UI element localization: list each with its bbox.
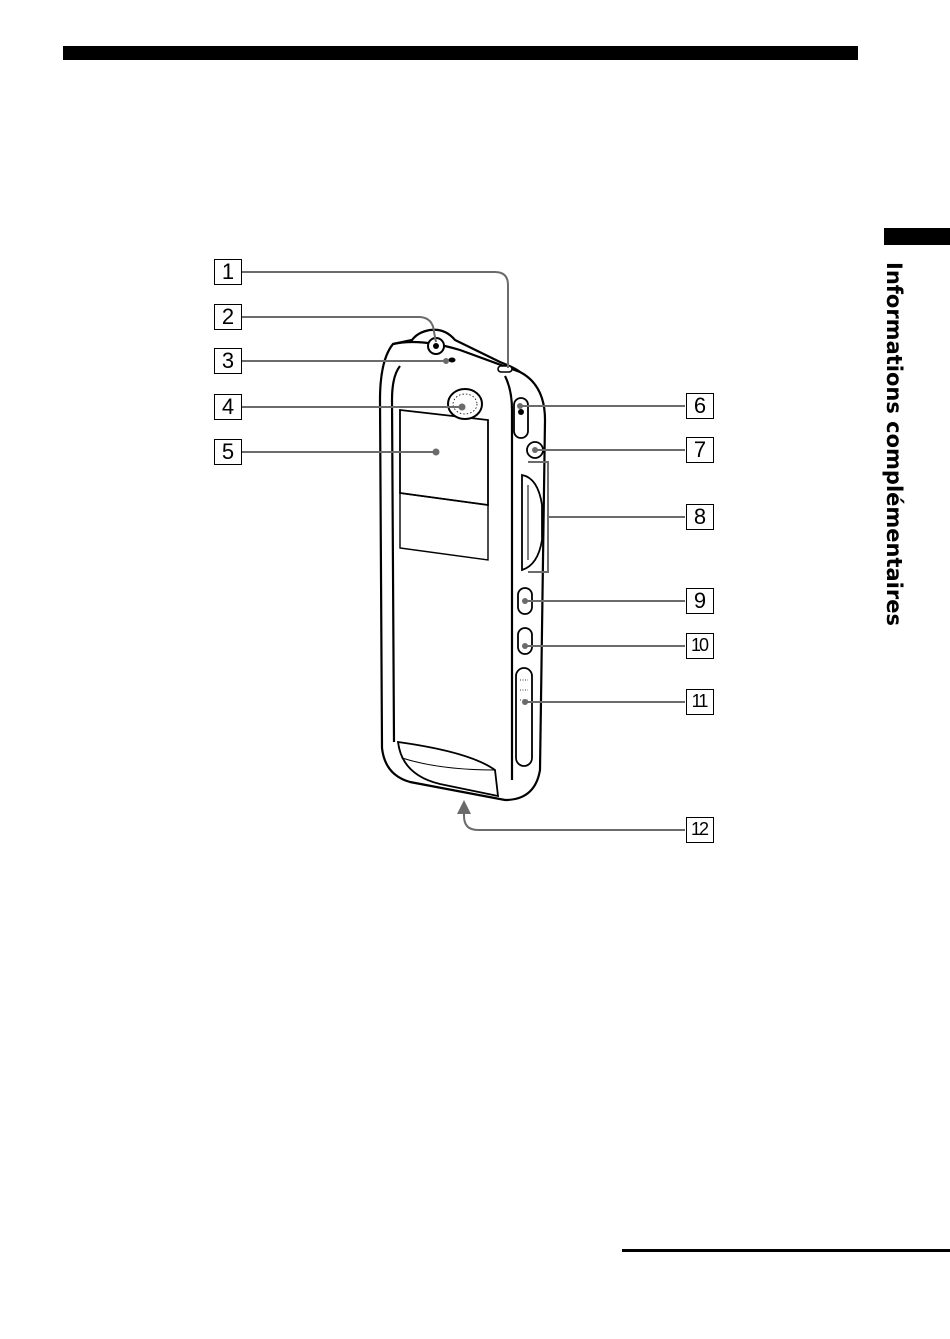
callout-7: 7	[686, 437, 714, 463]
callout-1: 1	[214, 259, 242, 285]
footer-rule	[622, 1249, 950, 1252]
callout-3: 3	[214, 348, 242, 374]
callout-6: 6	[686, 393, 714, 419]
callout-4: 4	[214, 394, 242, 420]
callout-5: 5	[214, 439, 242, 465]
callout-9: 9	[686, 588, 714, 614]
callout-12: 12	[686, 817, 714, 843]
callout-2: 2	[214, 304, 242, 330]
callout-10: 10	[686, 633, 714, 659]
callout-11: 11	[686, 689, 714, 715]
callout-8: 8	[686, 504, 714, 530]
